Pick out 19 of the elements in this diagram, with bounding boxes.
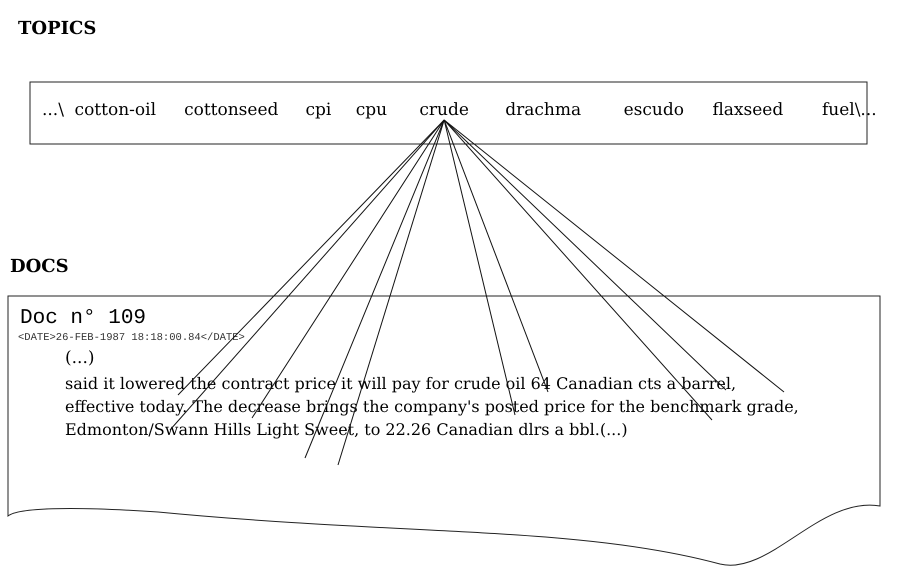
topic-word: crude — [419, 100, 469, 120]
leader-line — [304, 120, 445, 458]
leader-line — [252, 120, 445, 418]
topic-word: drachma — [505, 100, 582, 120]
leader-line — [444, 120, 516, 416]
section-heading: TOPICS — [18, 18, 96, 39]
topic-word: cotton-oil — [74, 100, 156, 120]
topic-word: cpi — [305, 100, 332, 120]
ellipsis-text: (...) — [65, 348, 94, 368]
leader-line — [338, 120, 445, 466]
leader-line — [444, 120, 548, 392]
topic-word: cpu — [356, 100, 388, 120]
topic-word: cottonseed — [184, 100, 278, 120]
topic-word: escudo — [624, 100, 684, 120]
topic-word: ...\ — [42, 100, 64, 120]
section-heading: DOCS — [10, 256, 69, 277]
document-title: Doc n° 109 — [20, 308, 146, 330]
topic-word: flaxseed — [712, 100, 784, 120]
leader-line — [444, 120, 784, 392]
